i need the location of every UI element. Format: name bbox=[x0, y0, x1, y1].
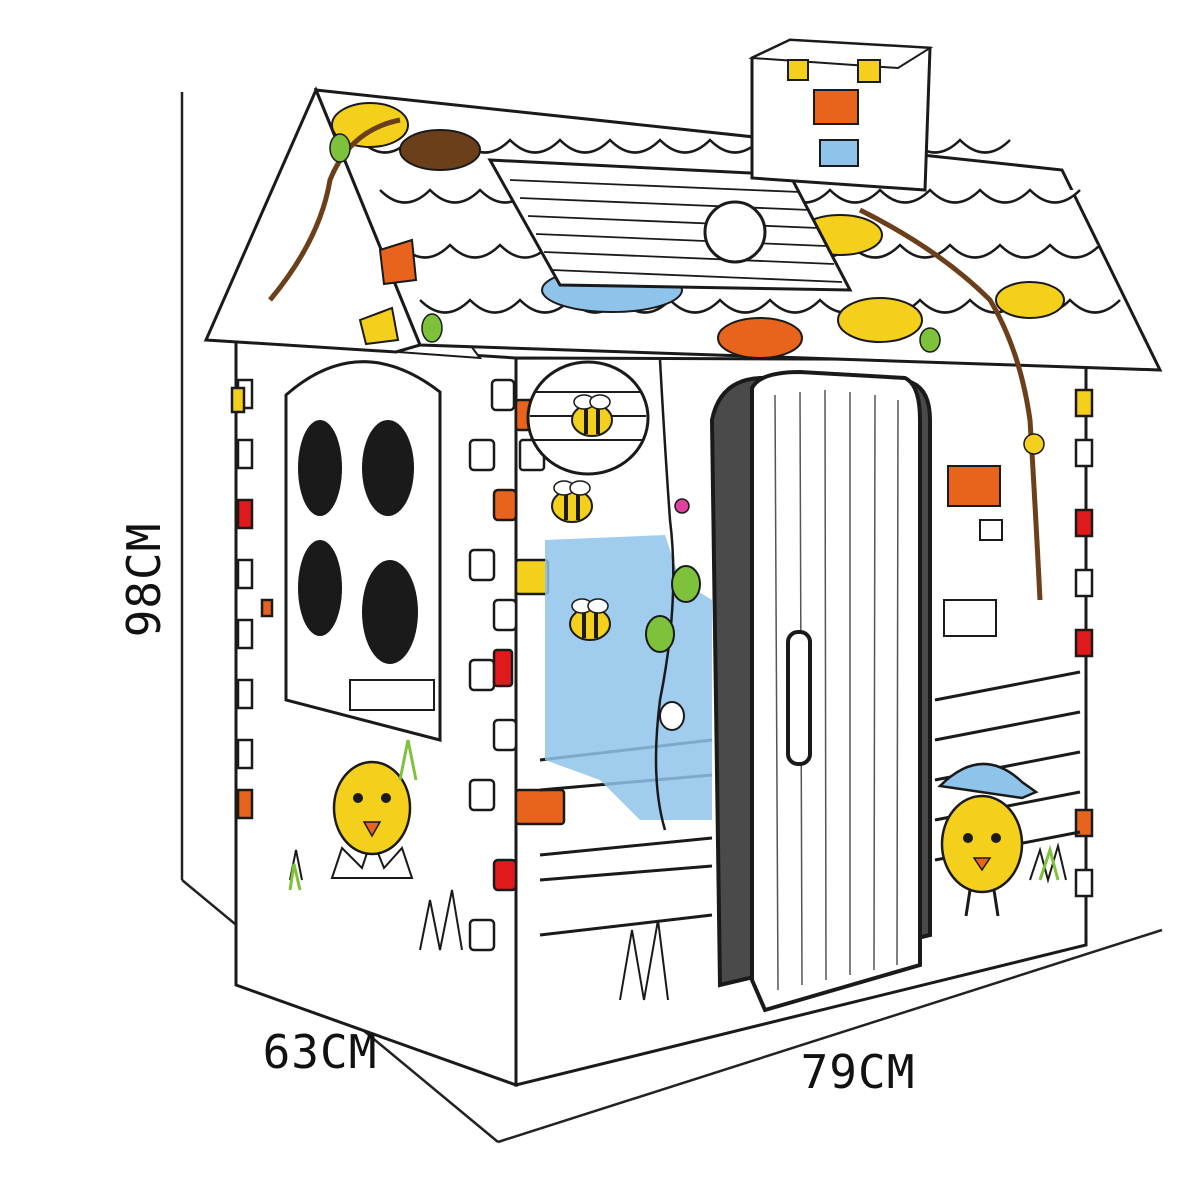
door-panel[interactable] bbox=[750, 369, 922, 1013]
door-handle-icon[interactable] bbox=[786, 630, 812, 766]
door[interactable] bbox=[709, 369, 932, 1013]
leaf-icon bbox=[329, 133, 351, 163]
bee-icon bbox=[551, 480, 593, 523]
width-dimension-line bbox=[497, 928, 1163, 1144]
window bbox=[284, 360, 442, 742]
vine bbox=[268, 117, 1043, 601]
side-leaves bbox=[329, 133, 1045, 455]
flower-icon bbox=[1023, 433, 1045, 455]
front-color-bricks bbox=[943, 465, 1003, 637]
bee-icon bbox=[569, 598, 611, 641]
chimney bbox=[748, 38, 934, 192]
width-label: 79CM bbox=[801, 1045, 916, 1099]
window-pane bbox=[362, 420, 414, 516]
chick-icon bbox=[330, 760, 414, 879]
green-grass bbox=[288, 739, 1060, 891]
window-pane bbox=[298, 540, 342, 636]
side-wall-bricks bbox=[230, 378, 274, 820]
door-wood-grain bbox=[774, 389, 899, 991]
window-pane bbox=[298, 420, 342, 516]
chick-icon bbox=[937, 762, 1039, 917]
flower-icon bbox=[674, 498, 690, 514]
bee-icon bbox=[571, 394, 613, 437]
leaf-icon bbox=[671, 565, 701, 603]
leaf-icon bbox=[919, 327, 941, 353]
window-pane bbox=[362, 560, 418, 664]
leaf-icon bbox=[645, 615, 675, 653]
depth-label: 63CM bbox=[263, 1025, 378, 1079]
leaf-icon bbox=[659, 701, 685, 731]
skylight bbox=[487, 158, 853, 292]
climbing-plant bbox=[645, 359, 701, 831]
leaf-icon bbox=[421, 313, 443, 343]
height-label: 98CM bbox=[117, 523, 171, 638]
